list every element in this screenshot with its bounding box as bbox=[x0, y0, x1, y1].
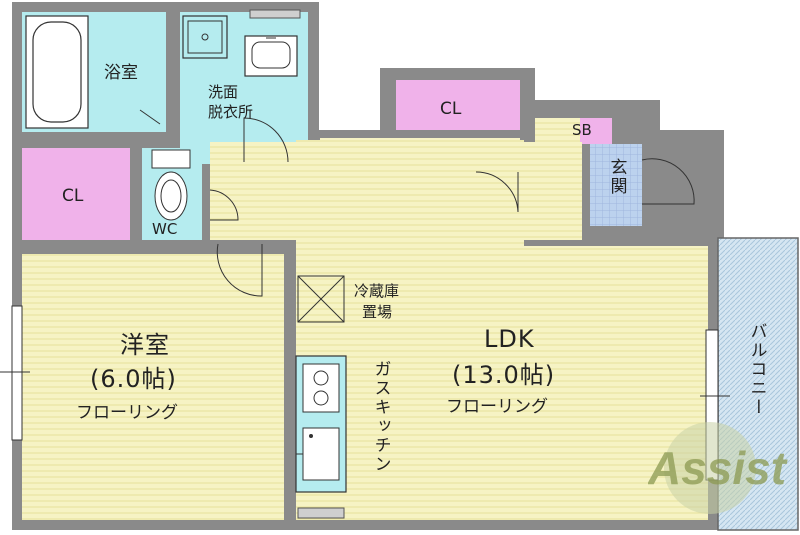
vent-bottom bbox=[297, 507, 345, 519]
washroom-label-line2: 脱衣所 bbox=[208, 103, 254, 121]
entrance-floor bbox=[590, 144, 642, 226]
ldk-floor-upper bbox=[296, 140, 524, 250]
logo-mark-icon: Assist bbox=[648, 422, 788, 514]
fridge-label-line1: 冷蔵庫 bbox=[354, 282, 400, 300]
cl-top-floor bbox=[396, 80, 520, 130]
washer-pan-icon bbox=[182, 15, 228, 59]
wc-label: WC bbox=[152, 220, 178, 238]
sb-side-floor bbox=[535, 118, 580, 226]
ldk-floor-type: フローリング bbox=[446, 397, 548, 417]
door-swings bbox=[139, 109, 695, 297]
fridge-space-icon bbox=[297, 275, 345, 323]
washroom-label-line1: 洗面 bbox=[208, 83, 239, 101]
cl-left-label: CL bbox=[62, 186, 84, 206]
entrance-label: 玄関 bbox=[606, 158, 627, 196]
fridge-label-line2: 置場 bbox=[362, 303, 393, 321]
bathtub-icon bbox=[25, 15, 89, 129]
ldk-floor bbox=[296, 246, 708, 520]
western-floor bbox=[22, 254, 284, 520]
vent-top bbox=[249, 9, 301, 19]
western-room-floor: フローリング bbox=[76, 403, 178, 423]
western-room-size: (6.0帖) bbox=[90, 365, 177, 393]
western-room-name: 洋室 bbox=[120, 331, 170, 359]
logo-text: Assist bbox=[648, 442, 788, 494]
bath-label: 浴室 bbox=[104, 63, 138, 83]
balcony-label: バルコニー bbox=[746, 322, 767, 417]
sb-label: SB bbox=[572, 121, 592, 139]
toilet-icon bbox=[151, 149, 191, 221]
cl-left-floor bbox=[22, 148, 130, 240]
cl-top-label: CL bbox=[440, 99, 462, 119]
kitchen-label: ガスキッチン bbox=[370, 360, 391, 474]
assist-logo: Assist bbox=[648, 418, 798, 518]
ldk-size: (13.0帖) bbox=[452, 361, 556, 389]
sink-icon bbox=[244, 35, 298, 77]
kitchen-counter bbox=[295, 355, 347, 493]
ldk-name: LDK bbox=[484, 325, 535, 353]
